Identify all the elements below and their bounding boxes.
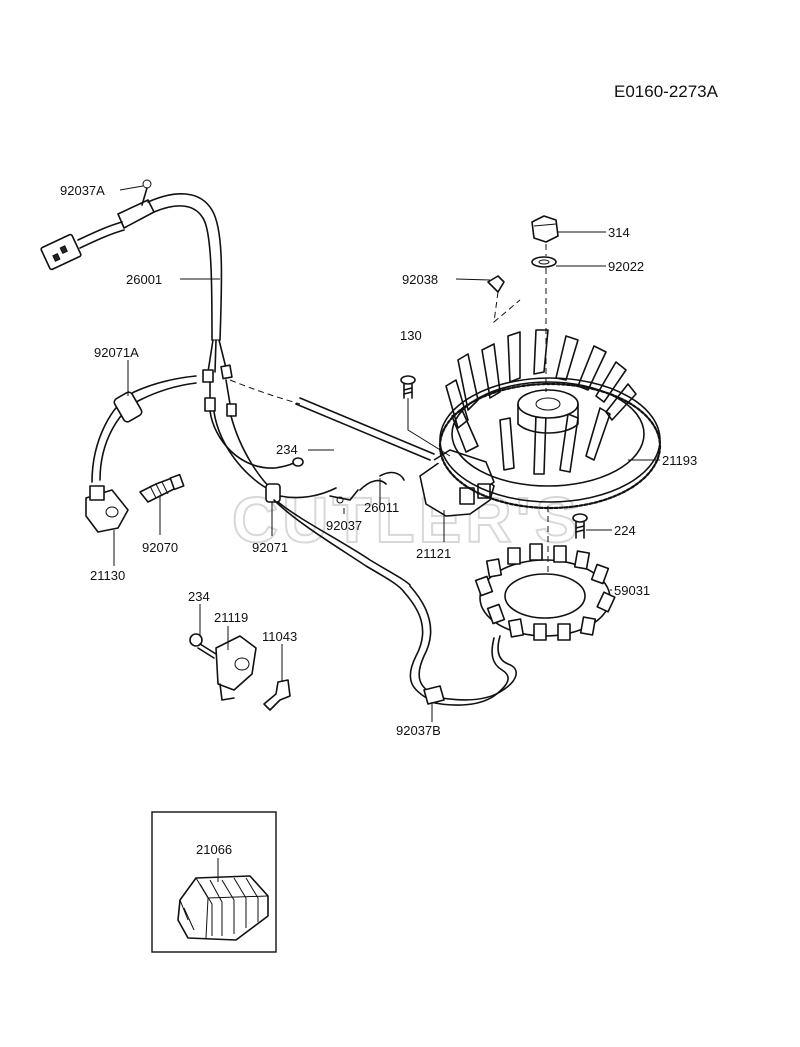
ignition-coil [295, 397, 495, 517]
label-92071A: 92071A [94, 345, 139, 360]
regulator-box [151, 811, 277, 953]
harness-connector [40, 233, 82, 271]
part-labels: 92037A 26001 92071A 92070 21130 234 9203… [60, 183, 697, 857]
watermark: CUTLER'S [232, 484, 581, 556]
label-21066: 21066 [196, 842, 232, 857]
stator [429, 513, 616, 706]
label-314: 314 [608, 225, 630, 240]
spark-plug-assembly [85, 375, 197, 533]
label-234-bottom: 234 [188, 589, 210, 604]
label-130: 130 [400, 328, 422, 343]
label-26011: 26011 [364, 500, 399, 515]
label-21119: 21119 [214, 610, 248, 625]
flywheel [400, 215, 662, 600]
label-92037B: 92037B [396, 723, 441, 738]
label-21121: 21121 [416, 546, 451, 561]
label-92037A: 92037A [60, 183, 105, 198]
label-92037: 92037 [326, 518, 362, 533]
label-21130: 21130 [90, 568, 125, 583]
label-11043: 11043 [262, 629, 297, 644]
label-92038: 92038 [402, 272, 438, 287]
diagram-code: E0160-2273A [614, 82, 719, 101]
label-92071: 92071 [252, 540, 288, 555]
label-92070: 92070 [142, 540, 178, 555]
label-92022: 92022 [608, 259, 644, 274]
label-59031: 59031 [614, 583, 650, 598]
label-224: 224 [614, 523, 636, 538]
label-21193: 21193 [662, 453, 697, 468]
wiring-harness [40, 179, 411, 593]
leader-lines [113, 185, 660, 882]
label-26001: 26001 [126, 272, 162, 287]
stop-switch-assembly [189, 633, 291, 711]
label-234-top: 234 [276, 442, 298, 457]
ground-lead [403, 585, 445, 705]
